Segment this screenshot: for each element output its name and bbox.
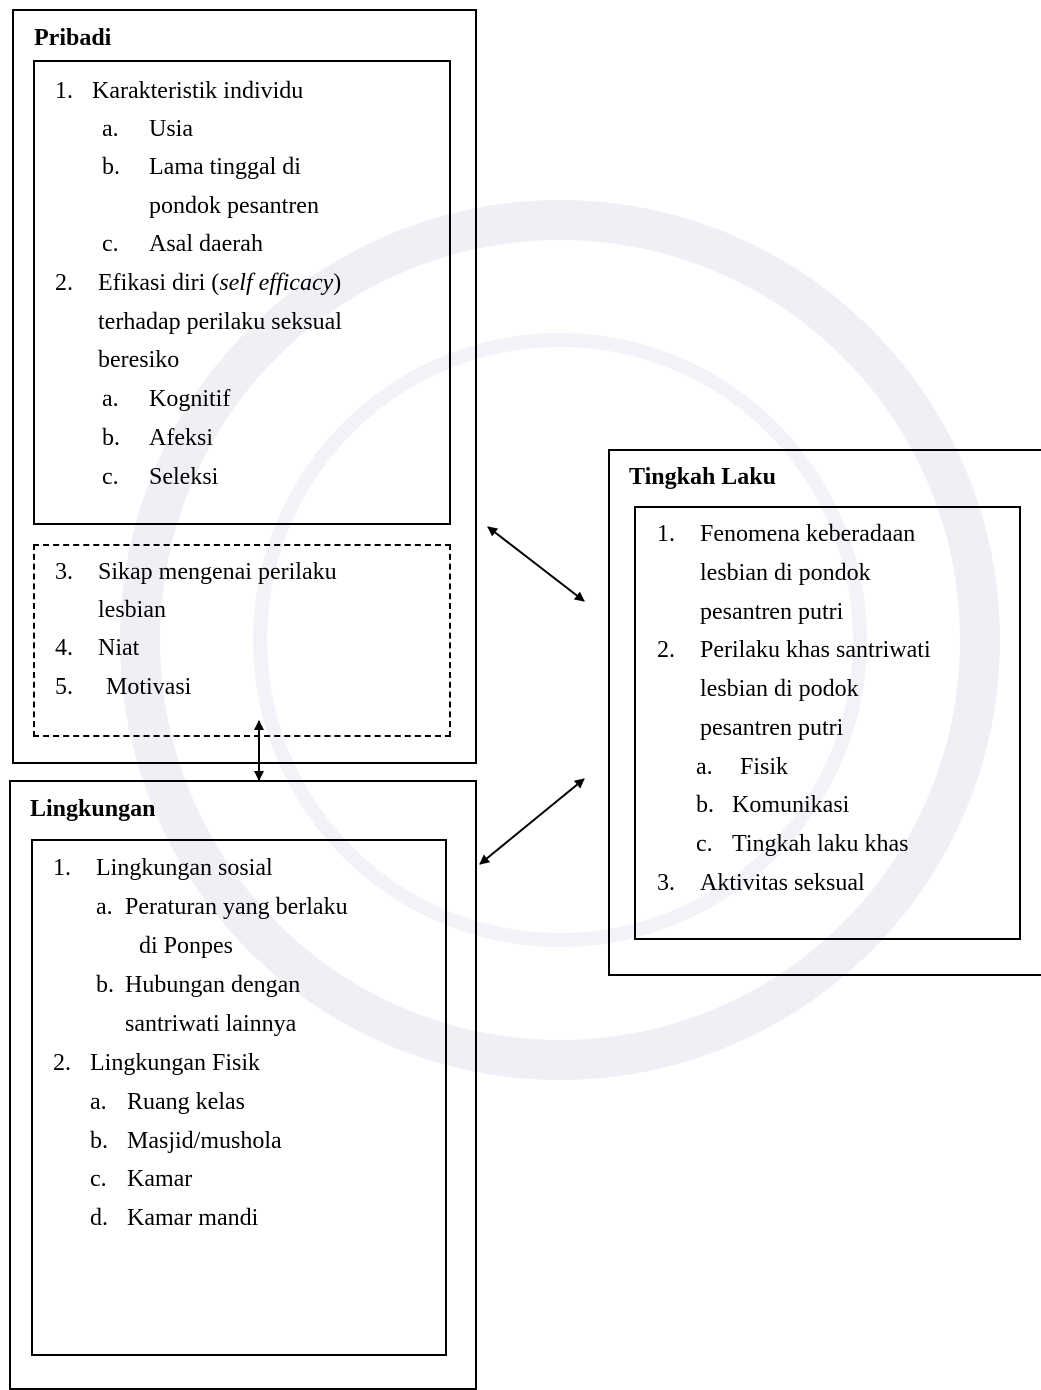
- lingkungan-item2-sub-text: Ruang kelas: [127, 1089, 245, 1115]
- pribadi-dashed-box: [33, 544, 451, 737]
- lingkungan-item2-sub-text: Kamar: [127, 1166, 193, 1192]
- tingkah-laku-item1-line: pesantren putri: [700, 599, 844, 625]
- pribadi-item2-line1-post: ): [333, 270, 342, 296]
- lingkungan-item1-sub-letter: a.: [96, 894, 113, 920]
- pribadi-item2-sub-letter: b.: [102, 425, 120, 451]
- pribadi-item1-label: Karakteristik individu: [92, 78, 304, 104]
- lingkungan-item1-sub-line: Peraturan yang berlaku: [125, 894, 348, 920]
- pribadi-item1-sub-letter: b.: [102, 154, 120, 180]
- tingkah-laku-sub-text: Fisik: [740, 754, 789, 780]
- pribadi-item4-number: 4.: [55, 635, 73, 661]
- tingkah-laku-outer-box: [608, 449, 1041, 976]
- tingkah-laku-item2-line: pesantren putri: [700, 715, 844, 741]
- pribadi-item3-number: 3.: [55, 559, 73, 585]
- pribadi-item5-number: 5.: [55, 674, 73, 700]
- pribadi-inner-box: [33, 60, 451, 525]
- arrow-pribadi-tingkah-laku: [487, 526, 585, 602]
- pribadi-item5-text: Motivasi: [106, 674, 192, 700]
- pribadi-item2-line1-italic: self efficacy: [219, 270, 334, 296]
- lingkungan-item2-sub-text: Kamar mandi: [127, 1205, 259, 1231]
- lingkungan-item2-number: 2.: [53, 1050, 71, 1076]
- pribadi-item1-sub-text: Asal daerah: [149, 231, 263, 257]
- pribadi-item1-sub-letter: a.: [102, 116, 119, 142]
- lingkungan-inner-box: [31, 839, 447, 1356]
- lingkungan-item1-number: 1.: [53, 855, 71, 881]
- pribadi-item2-sub-letter: a.: [102, 386, 119, 412]
- lingkungan-title: Lingkungan: [30, 796, 156, 822]
- pribadi-item1-number: 1.: [55, 78, 73, 104]
- tingkah-laku-item2-line: Perilaku khas santriwati: [700, 637, 931, 663]
- pribadi-item2-sub-text: Afeksi: [149, 425, 213, 451]
- tingkah-laku-sub-text: Komunikasi: [732, 792, 850, 818]
- tingkah-laku-item3-text: Aktivitas seksual: [700, 870, 865, 896]
- pribadi-item1-sub-letter: c.: [102, 231, 119, 257]
- pribadi-item1-sub-text: Usia: [149, 116, 193, 142]
- tingkah-laku-sub-letter: c.: [696, 831, 713, 857]
- pribadi-item2-line2: terhadap perilaku seksual: [98, 309, 342, 335]
- arrow-lingkungan-tingkah-laku: [479, 778, 585, 865]
- pribadi-item1-sub-text: pondok pesantren: [149, 193, 319, 219]
- pribadi-item2-line3: beresiko: [98, 347, 180, 373]
- tingkah-laku-sub-letter: b.: [696, 792, 714, 818]
- pribadi-item2-sub-text: Seleksi: [149, 464, 219, 490]
- lingkungan-item2-label: Lingkungan Fisik: [90, 1050, 261, 1076]
- lingkungan-item1-sub-line: di Ponpes: [139, 933, 234, 959]
- pribadi-item3-line1: Sikap mengenai perilaku: [98, 559, 337, 585]
- pribadi-item2-sub-text: Kognitif: [149, 386, 231, 412]
- tingkah-laku-item2-number: 2.: [657, 637, 675, 663]
- pribadi-item2-line1-pre: Efikasi diri (: [98, 270, 220, 296]
- pribadi-item4-text: Niat: [98, 635, 140, 661]
- pribadi-outer-box: [12, 9, 477, 764]
- tingkah-laku-item2-line: lesbian di podok: [700, 676, 859, 702]
- tingkah-laku-sub-letter: a.: [696, 754, 713, 780]
- lingkungan-item1-sub-line: Hubungan dengan: [125, 972, 301, 998]
- tingkah-laku-item1-line: Fenomena keberadaan: [700, 521, 916, 547]
- tingkah-laku-inner-box: [634, 506, 1021, 940]
- tingkah-laku-item1-line: lesbian di pondok: [700, 560, 871, 586]
- lingkungan-item2-sub-text: Masjid/mushola: [127, 1128, 282, 1154]
- tingkah-laku-title: Tingkah Laku: [629, 464, 776, 490]
- tingkah-laku-item1-number: 1.: [657, 521, 675, 547]
- tingkah-laku-item3-number: 3.: [657, 870, 675, 896]
- lingkungan-item1-sub-line: santriwati lainnya: [125, 1011, 297, 1037]
- lingkungan-item2-sub-letter: d.: [90, 1205, 108, 1231]
- pribadi-item1-sub-text: Lama tinggal di: [149, 154, 301, 180]
- pribadi-item2-sub-letter: c.: [102, 464, 119, 490]
- lingkungan-item2-sub-letter: b.: [90, 1128, 108, 1154]
- pribadi-item2-line1: Efikasi diri (self efficacy): [98, 269, 341, 297]
- lingkungan-item2-sub-letter: c.: [90, 1166, 107, 1192]
- lingkungan-item1-label: Lingkungan sosial: [96, 855, 273, 881]
- pribadi-item2-number: 2.: [55, 270, 73, 296]
- lingkungan-item1-sub-letter: b.: [96, 972, 114, 998]
- pribadi-title: Pribadi: [34, 25, 112, 51]
- lingkungan-item2-sub-letter: a.: [90, 1089, 107, 1115]
- tingkah-laku-sub-text: Tingkah laku khas: [732, 831, 909, 857]
- pribadi-item3-line2: lesbian: [98, 597, 166, 623]
